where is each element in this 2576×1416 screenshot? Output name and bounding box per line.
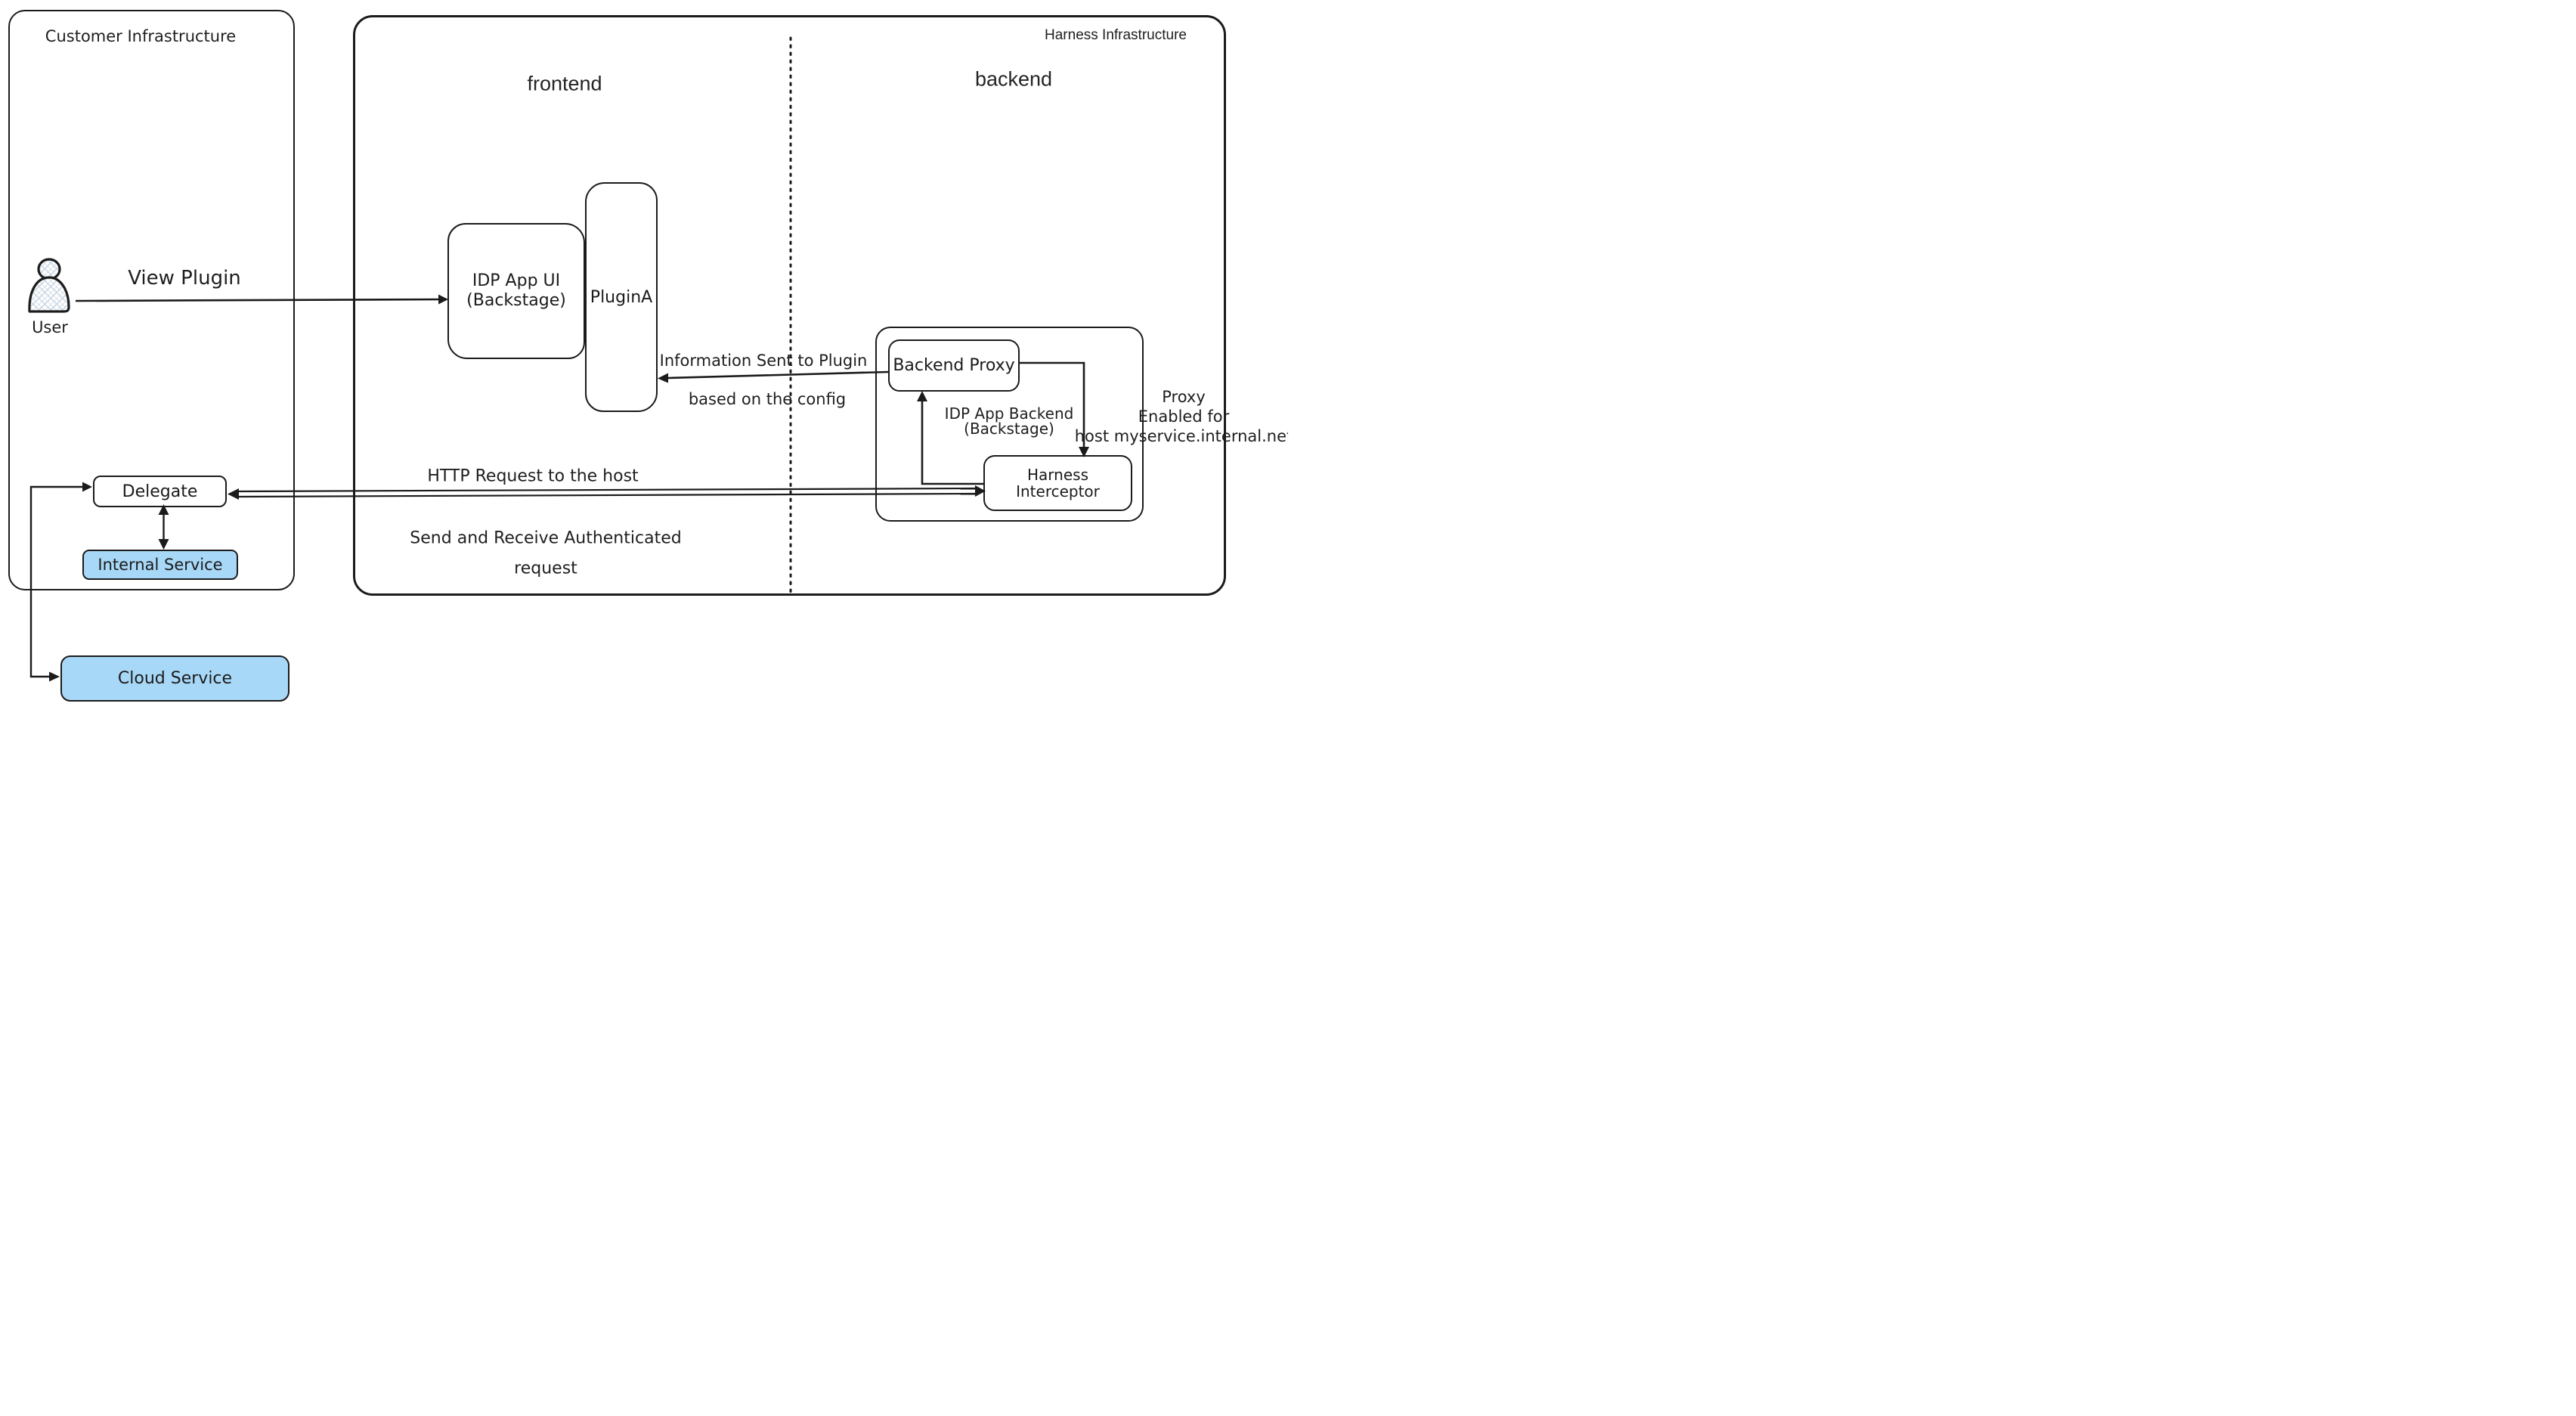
backend-proxy-box: Backend Proxy bbox=[888, 339, 1020, 392]
idp-app-ui-label-line1: IDP App UI bbox=[472, 271, 561, 290]
proxy-enabled-label-line2: Enabled for bbox=[1138, 407, 1230, 426]
proxy-enabled-label: Proxy Enabled for host myservice.interna… bbox=[1075, 387, 1288, 446]
idp-app-ui-label-line2: (Backstage) bbox=[466, 291, 566, 310]
harness-infrastructure-title: Harness Infrastructure bbox=[1045, 27, 1187, 43]
user-icon bbox=[28, 258, 70, 313]
harness-interceptor-label-line2: Interceptor bbox=[1016, 482, 1100, 500]
idp-app-backend-label-line1: IDP App Backend bbox=[944, 404, 1074, 423]
idp-app-backend-label: IDP App Backend (Backstage) bbox=[945, 406, 1074, 436]
user-label: User bbox=[32, 318, 68, 336]
cloud-service-box: Cloud Service bbox=[60, 655, 289, 702]
harness-interceptor-box: Harness Interceptor bbox=[983, 455, 1132, 511]
plugin-a-box: PluginA bbox=[585, 182, 658, 412]
customer-infrastructure-title: Customer Infrastructure bbox=[45, 27, 237, 45]
backend-proxy-label: Backend Proxy bbox=[893, 356, 1015, 375]
send-receive-label-line2: request bbox=[514, 559, 577, 578]
delegate-box: Delegate bbox=[93, 476, 227, 507]
plugin-a-label: PluginA bbox=[590, 287, 653, 307]
send-receive-label-line1: Send and Receive Authenticated bbox=[410, 528, 682, 548]
http-request-label: HTTP Request to the host bbox=[427, 466, 639, 486]
proxy-enabled-label-line3: host myservice.internal.net bbox=[1074, 427, 1288, 445]
info-sent-label-line2: based on the config bbox=[688, 390, 847, 408]
info-sent-label-line1: Information Sent to Plugin bbox=[659, 352, 868, 370]
harness-interceptor-label-line1: Harness bbox=[1027, 466, 1088, 484]
proxy-enabled-label-line1: Proxy bbox=[1162, 388, 1206, 406]
internal-service-box: Internal Service bbox=[82, 550, 238, 580]
idp-app-ui-box: IDP App UI (Backstage) bbox=[447, 223, 585, 359]
frontend-section-label: frontend bbox=[527, 72, 602, 95]
idp-app-backend-label-line2: (Backstage) bbox=[964, 420, 1054, 438]
view-plugin-label: View Plugin bbox=[128, 267, 241, 290]
cloud-service-label: Cloud Service bbox=[117, 669, 233, 688]
diagram-canvas: IDP App UI (Backstage) PluginA Backend P… bbox=[0, 0, 1288, 708]
backend-section-label: backend bbox=[974, 67, 1053, 91]
internal-service-label: Internal Service bbox=[98, 556, 223, 574]
delegate-label: Delegate bbox=[122, 482, 198, 501]
